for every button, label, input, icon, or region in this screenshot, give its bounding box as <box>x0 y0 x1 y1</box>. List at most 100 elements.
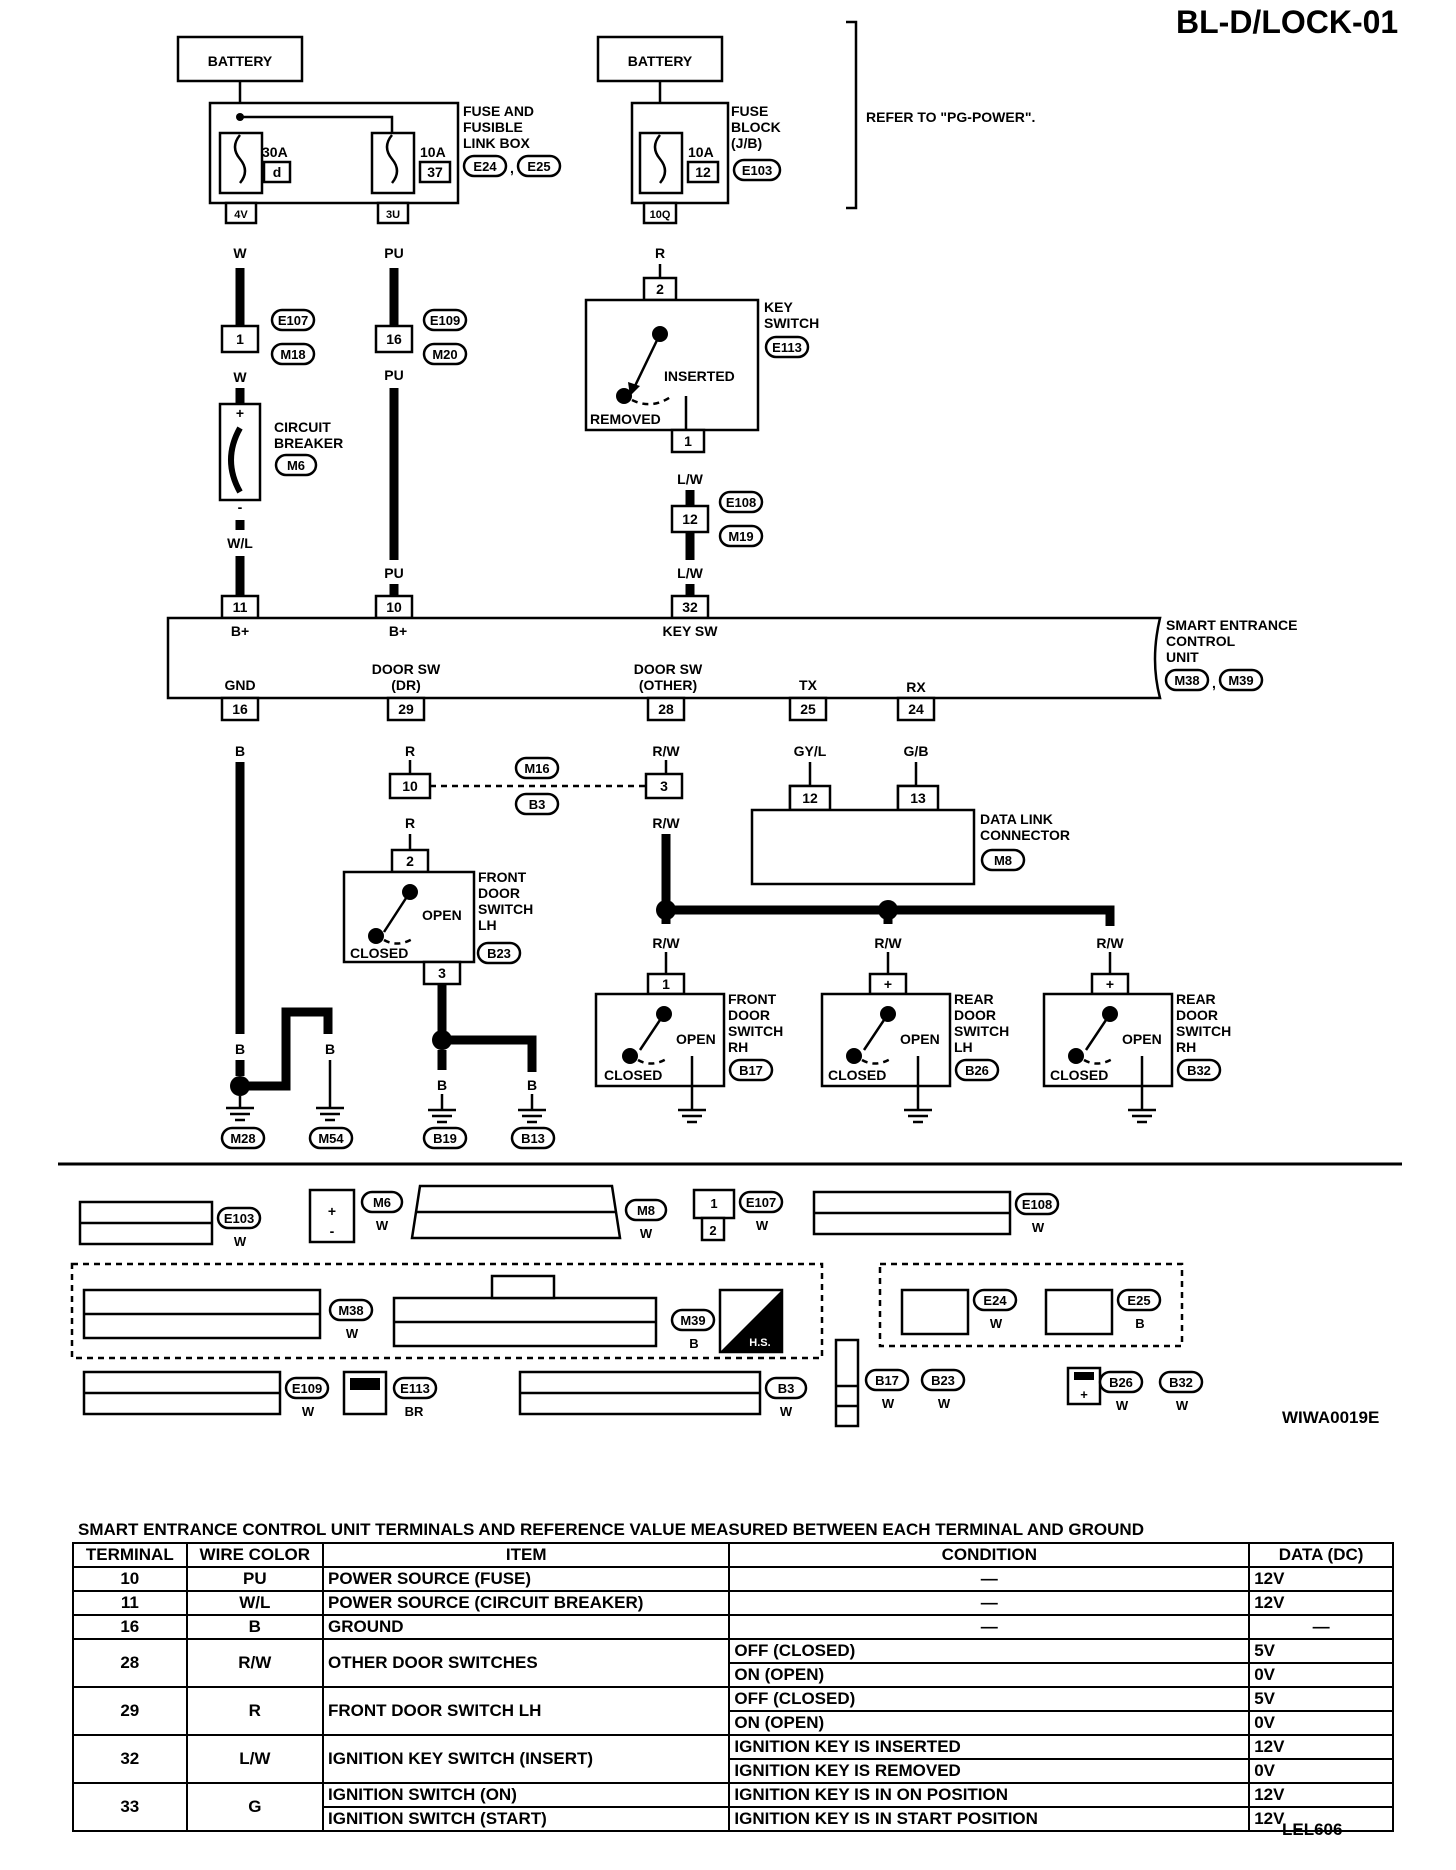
fdlh-label-2: DOOR <box>478 885 520 901</box>
pin-24: 24 <box>908 701 924 717</box>
ecu-key-sw: KEY SW <box>663 623 719 639</box>
face-b17: B17 <box>875 1373 899 1388</box>
cb-label-1: CIRCUIT <box>274 419 331 435</box>
fuse-30a-id: d <box>273 164 282 180</box>
rdrh-open: OPEN <box>1122 1031 1162 1047</box>
cell-data: 5V <box>1248 1638 1394 1664</box>
table-row: IGNITION KEY IS REMOVED 0V <box>73 1758 1394 1784</box>
pin-10: 10 <box>386 599 402 615</box>
face-e107-pin1: 1 <box>710 1196 717 1211</box>
pin-2-b23: 2 <box>406 853 414 869</box>
cell-data: 12V <box>1248 1806 1394 1832</box>
cell-terminal: 29 <box>72 1686 188 1736</box>
table-row: IGNITION SWITCH (START) IGNITION KEY IS … <box>73 1806 1394 1832</box>
fuse-10a-right-label: 10A <box>688 144 714 160</box>
svg-text:,: , <box>510 160 514 176</box>
pin-2-key: 2 <box>656 281 664 297</box>
pin-12-e108: 12 <box>682 511 698 527</box>
face-b32-color: W <box>1176 1398 1189 1413</box>
wire-label-gyl: GY/L <box>794 743 827 759</box>
conn-m54: M54 <box>318 1131 344 1146</box>
table-row: 33 G IGNITION SWITCH (ON) IGNITION KEY I… <box>72 1782 1394 1832</box>
fdrh-label-1: FRONT <box>728 991 777 1007</box>
cell-color: PU <box>185 1566 325 1592</box>
wire-label-b-1: B <box>235 743 245 759</box>
battery-right <box>596 35 724 83</box>
ecu-label-3: UNIT <box>1166 649 1199 665</box>
wire-label-b-5: B <box>437 1077 447 1093</box>
wire-label-pu-3: PU <box>384 565 403 581</box>
conn-m6: M6 <box>287 458 305 473</box>
face-e107-color: W <box>756 1218 769 1233</box>
wire-label-lw-1: L/W <box>677 471 703 487</box>
header-data: DATA (DC) <box>1248 1542 1394 1568</box>
conn-b13: B13 <box>521 1131 545 1146</box>
conn-m28: M28 <box>230 1131 255 1146</box>
pin-3-m16: 3 <box>660 778 668 794</box>
cell-color: R/W <box>185 1638 325 1688</box>
cell-data: 12V <box>1248 1782 1394 1808</box>
face-m8-color: W <box>640 1226 653 1241</box>
cell-condition: IGNITION KEY IS REMOVED <box>728 1758 1251 1784</box>
cell-data: 5V <box>1248 1686 1394 1712</box>
ecu-door-sw-dr: DOOR SW <box>372 661 441 677</box>
cell-item: IGNITION SWITCH (START) <box>321 1806 731 1832</box>
ecu-dr: (DR) <box>391 677 421 693</box>
pin-1-b17: 1 <box>662 976 670 992</box>
cell-item: FRONT DOOR SWITCH LH <box>321 1686 731 1736</box>
wire-label-b-2: B <box>235 1041 245 1057</box>
cell-condition: IGNITION KEY IS INSERTED <box>728 1734 1251 1760</box>
fdrh-open: OPEN <box>676 1031 716 1047</box>
cell-data: 12V <box>1248 1566 1394 1592</box>
wire-label-rw-5: R/W <box>1096 935 1124 951</box>
fuse-10a-left-label: 10A <box>420 144 446 160</box>
cell-item: POWER SOURCE (FUSE) <box>321 1566 731 1592</box>
face-e109: E109 <box>292 1381 322 1396</box>
face-b3-color: W <box>780 1404 793 1419</box>
face-m6: M6 <box>373 1195 391 1210</box>
rdlh-label-1: REAR <box>954 991 994 1007</box>
battery-left <box>176 35 304 83</box>
pin-11: 11 <box>233 599 248 615</box>
key-switch <box>584 298 760 432</box>
wire-label-pu-1: PU <box>384 245 403 261</box>
rdlh-label-3: SWITCH <box>954 1023 1009 1039</box>
pin-3-b23: 3 <box>438 965 446 981</box>
face-e24: E24 <box>983 1293 1007 1308</box>
pin-12-dlc: 12 <box>802 790 818 806</box>
wire-label-rw-4: R/W <box>874 935 902 951</box>
table-row: ON (OPEN) 0V <box>73 1662 1394 1688</box>
rdrh-label-1: REAR <box>1176 991 1216 1007</box>
cell-data: 12V <box>1248 1590 1394 1616</box>
conn-b23: B23 <box>487 946 511 961</box>
fuse-block-label-1: FUSE <box>731 103 768 119</box>
face-m6-plus: + <box>328 1203 336 1219</box>
battery-left-label: BATTERY <box>208 53 273 69</box>
face-b23-color: W <box>938 1396 951 1411</box>
dlc-label-1: DATA LINK <box>980 811 1053 827</box>
ecu-rx: RX <box>906 679 926 695</box>
face-e109-color: W <box>302 1404 315 1419</box>
cell-condition: IGNITION KEY IS IN ON POSITION <box>728 1782 1251 1808</box>
cell-item: POWER SOURCE (CIRCUIT BREAKER) <box>321 1590 731 1616</box>
wiring-diagram: BATTERY BATTERY 30A d 10A 37 FUSE AND FU… <box>58 20 1402 1428</box>
wire-label-wl: W/L <box>227 535 253 551</box>
rdrh-label-2: DOOR <box>1176 1007 1218 1023</box>
wire-label-rw-1: R/W <box>652 743 680 759</box>
pin-plus-b26: + <box>884 976 892 992</box>
face-b26: B26 <box>1109 1375 1133 1390</box>
terminal-reference-table: TERMINAL WIRE COLOR ITEM CONDITION DATA … <box>72 1542 1394 1832</box>
wire-label-lw-2: L/W <box>677 565 703 581</box>
fuse-10a-left-id: 37 <box>427 164 443 180</box>
face-m6-color: W <box>376 1218 389 1233</box>
cell-color: G <box>185 1782 325 1832</box>
table-row: ON (OPEN) 0V <box>73 1710 1394 1736</box>
fdrh-label-3: SWITCH <box>728 1023 783 1039</box>
figure-code: WIWA0019E <box>1282 1408 1380 1427</box>
conn-m18: M18 <box>280 347 305 362</box>
face-m38: M38 <box>338 1303 363 1318</box>
dlc-label-2: CONNECTOR <box>980 827 1070 843</box>
cell-condition: IGNITION KEY IS IN START POSITION <box>728 1806 1251 1832</box>
data-link-connector <box>750 808 976 886</box>
cell-data: 0V <box>1248 1662 1394 1688</box>
